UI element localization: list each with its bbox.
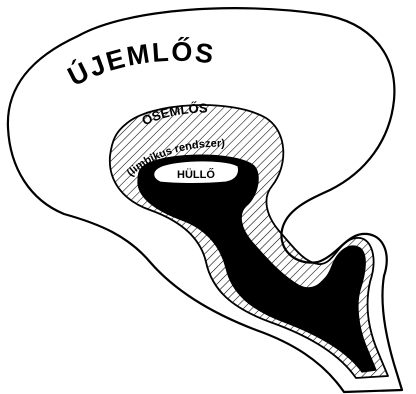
inner-label: HÜLLŐ: [177, 168, 215, 181]
